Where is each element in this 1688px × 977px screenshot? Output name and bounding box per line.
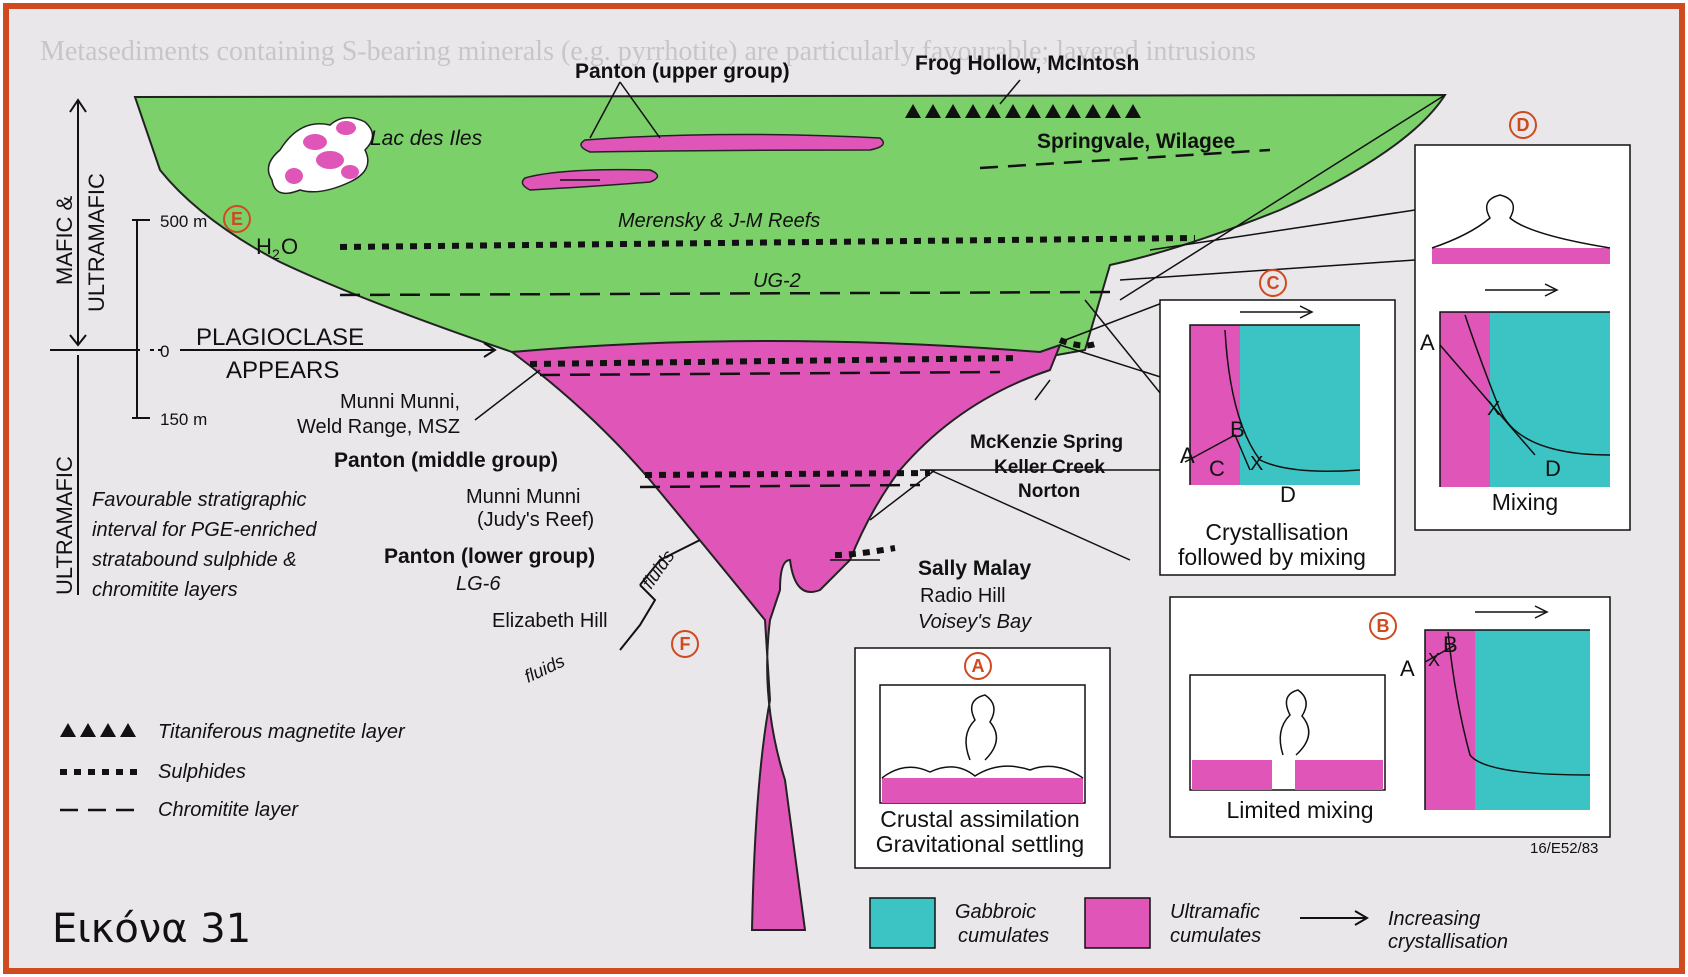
legend-sulphides-label: Sulphides (158, 761, 246, 783)
legend-magnetite-label: Titaniferous magnetite layer (158, 721, 406, 743)
legend-ultramafic-swatch (1085, 898, 1150, 948)
box-c-a: A (1180, 443, 1195, 468)
label-norton: Norton (1018, 481, 1080, 502)
legend-ultramafic-1: Ultramafic (1170, 901, 1260, 923)
label-h2o-sub: 2 (272, 246, 280, 262)
label-judys-2: (Judy's Reef) (477, 509, 594, 531)
label-mafic: MAFIC & (52, 195, 77, 285)
label-0: 0 (160, 342, 169, 361)
label-ultramafic-lower: ULTRAMAFIC (52, 456, 77, 595)
label-h2o-h: H (256, 234, 272, 259)
legend-gabbroic-swatch (870, 898, 935, 948)
label-sally: Sally Malay (918, 557, 1032, 580)
label-lac-des-iles: Lac des Iles (370, 127, 483, 150)
legend-chromitite-label: Chromitite layer (158, 799, 299, 821)
legend-arrow-1: Increasing (1388, 908, 1480, 930)
label-panton-middle: Panton (middle group) (334, 449, 558, 472)
box-a-pink (882, 778, 1083, 803)
label-favourable-2: interval for PGE-enriched (92, 519, 317, 541)
marker-f: F (680, 634, 691, 654)
label-panton-upper: Panton (upper group) (575, 60, 790, 83)
box-d-x: X (1487, 398, 1500, 420)
label-munni-2: Weld Range, MSZ (297, 416, 460, 438)
box-a-title-1: Crustal assimilation (880, 806, 1079, 832)
label-elizabeth: Elizabeth Hill (492, 610, 608, 632)
label-ug2: UG-2 (753, 270, 801, 292)
marker-c: C (1267, 273, 1280, 293)
label-plagioclase: PLAGIOCLASE (196, 324, 364, 351)
marker-d: D (1517, 115, 1530, 135)
label-lg6: LG-6 (456, 573, 501, 595)
label-springvale: Springvale, Wilagee (1037, 130, 1235, 153)
box-a-title-2: Gravitational settling (876, 831, 1084, 857)
box-d-pink (1440, 312, 1490, 487)
label-panton-lower: Panton (lower group) (384, 545, 595, 568)
label-frog-hollow: Frog Hollow, McIntosh (915, 52, 1139, 75)
label-keller: Keller Creek (994, 457, 1105, 478)
panton-upper-lens-1 (581, 134, 883, 152)
box-c-title-2: followed by mixing (1178, 544, 1366, 570)
box-b-pink-right (1295, 760, 1383, 790)
legend-ultramafic-2: cumulates (1170, 925, 1261, 947)
box-d-d: D (1545, 456, 1561, 481)
label-favourable-3: stratabound sulphide & (92, 549, 297, 571)
box-b-b: B (1443, 632, 1458, 657)
box-b-title: Limited mixing (1227, 797, 1374, 823)
box-c-c: C (1209, 456, 1225, 481)
label-appears: APPEARS (226, 357, 339, 384)
lac-pod (303, 134, 327, 150)
box-b-pink-left (1192, 760, 1272, 790)
label-judys-1: Munni Munni (466, 486, 581, 508)
label-favourable-4: chromitite layers (92, 579, 238, 601)
lac-pod (316, 151, 344, 169)
box-c-b: B (1230, 417, 1245, 442)
box-c-d: D (1280, 482, 1296, 507)
label-500m: 500 m (160, 212, 207, 231)
marker-e: E (231, 209, 243, 229)
label-ultramafic-upper: ULTRAMAFIC (84, 173, 109, 312)
marker-b: B (1377, 616, 1390, 636)
box-b-x: X (1428, 650, 1440, 670)
box-d-a: A (1420, 330, 1435, 355)
judys-reef-sulphides (645, 473, 930, 475)
label-h2o-o: O (281, 234, 298, 259)
legend-arrow-2: crystallisation (1388, 931, 1508, 953)
label-150m: 150 m (160, 410, 207, 429)
label-voisey: Voisey's Bay (918, 611, 1032, 633)
label-radio: Radio Hill (920, 585, 1006, 607)
lac-pod (336, 121, 356, 135)
label-mckenzie: McKenzie Spring (970, 432, 1123, 453)
label-merensky: Merensky & J-M Reefs (618, 210, 820, 232)
legend-gabbroic-1: Gabbroic (955, 901, 1036, 923)
box-c-x: X (1250, 453, 1263, 475)
box-c-title-1: Crystallisation (1205, 519, 1348, 545)
legend-gabbroic-2: cumulates (958, 925, 1049, 947)
lac-pod (341, 165, 359, 179)
box-d-title: Mixing (1492, 489, 1558, 515)
box-b-a: A (1400, 656, 1415, 681)
box-b-ref: 16/E52/83 (1530, 840, 1598, 857)
figure-caption: Εικόνα 31 (52, 906, 251, 952)
label-munni-1: Munni Munni, (340, 391, 460, 413)
label-favourable-1: Favourable stratigraphic (92, 489, 307, 511)
box-d-top-pink (1432, 248, 1610, 264)
marker-a: A (972, 656, 985, 676)
box-b-cyan (1475, 630, 1590, 810)
lac-pod (285, 168, 303, 184)
